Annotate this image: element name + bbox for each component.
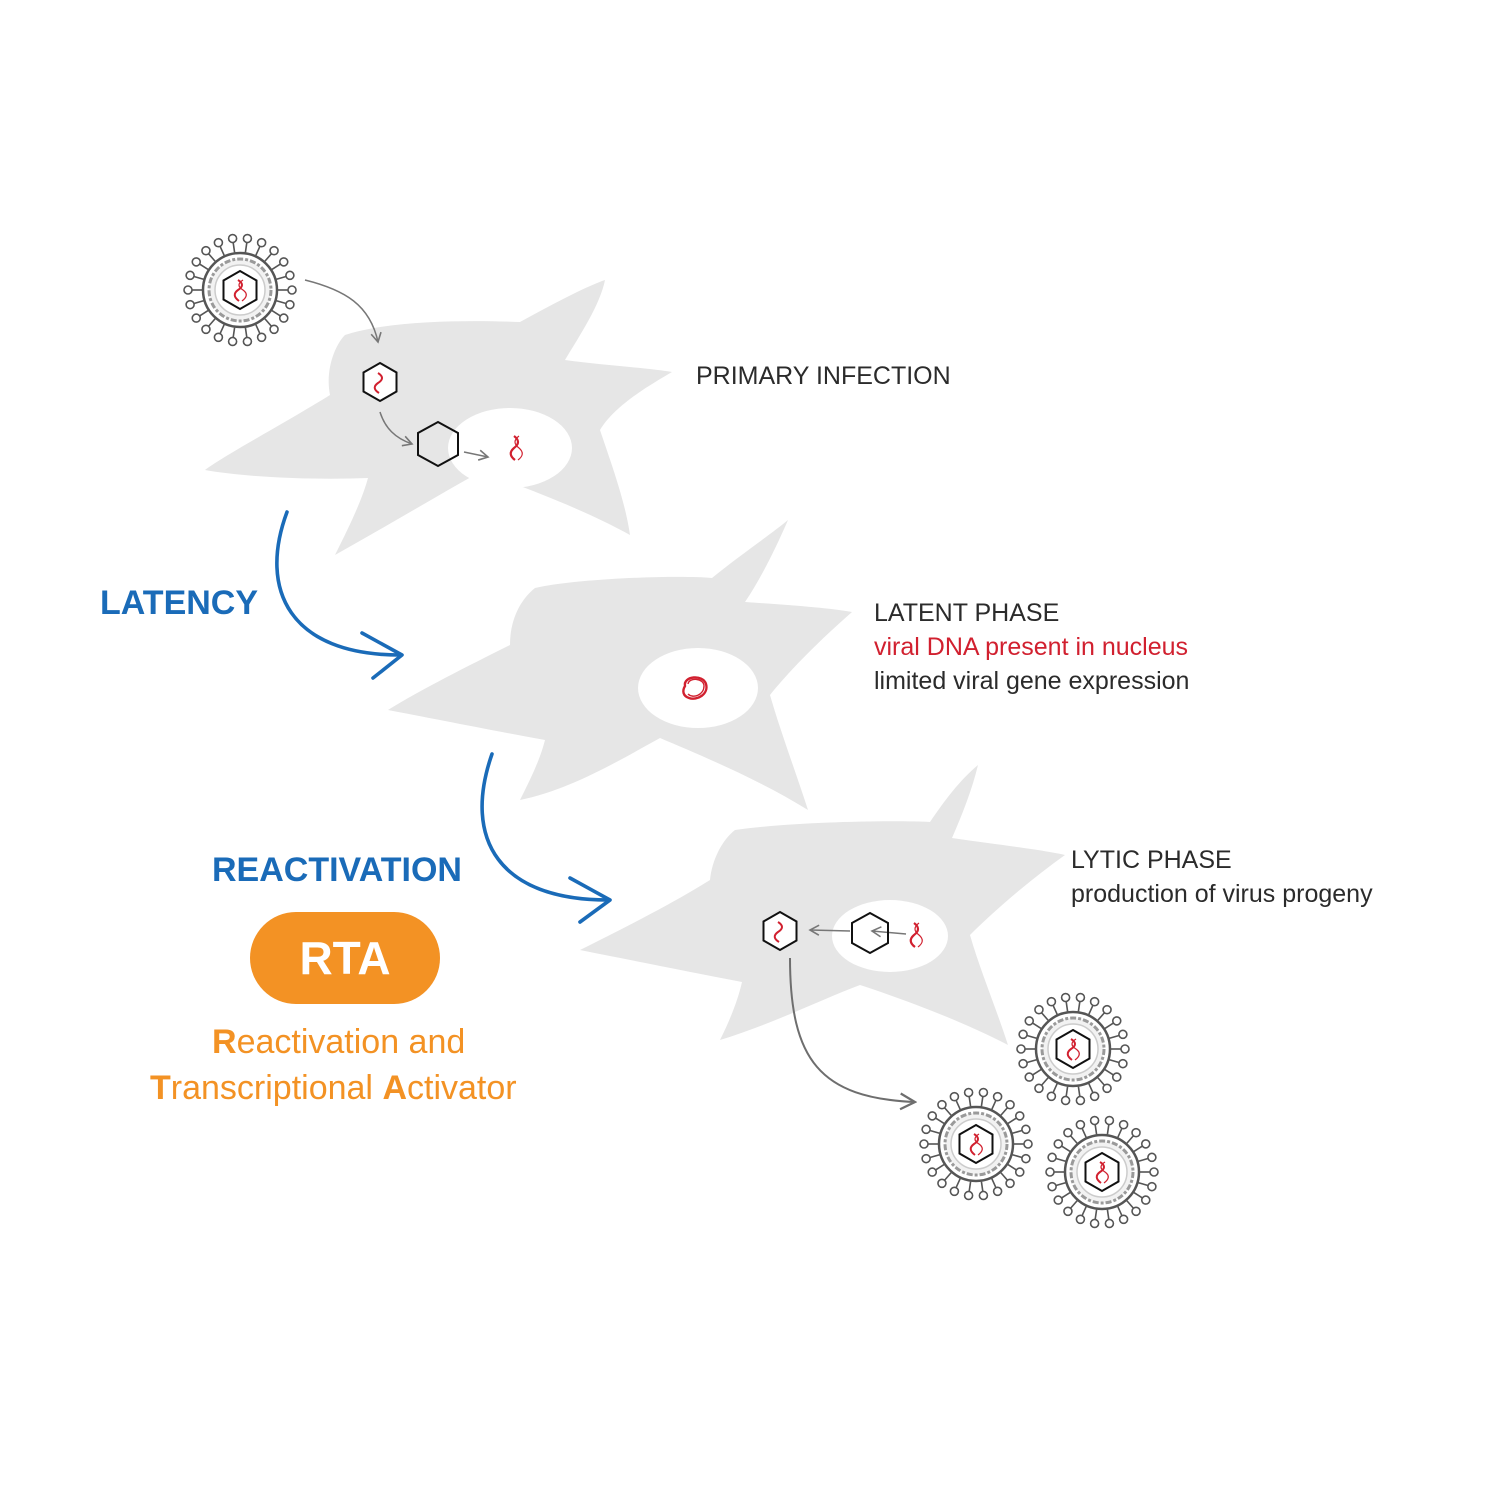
latency-arrowhead-icon bbox=[360, 631, 404, 680]
nucleus-primary bbox=[448, 408, 572, 488]
viral-dna-icon bbox=[909, 922, 923, 948]
entry-arrow-icon bbox=[304, 279, 382, 344]
latent-phase-label: LATENT PHASE bbox=[874, 599, 1060, 627]
empty-capsid-icon bbox=[417, 420, 459, 468]
lytic-phase-label: LYTIC PHASE bbox=[1071, 846, 1232, 874]
primary-infection-label: PRIMARY INFECTION bbox=[696, 362, 951, 390]
nucleus-latent bbox=[638, 648, 758, 728]
rta-initial-a: A bbox=[382, 1069, 407, 1107]
rta-initial-t: T bbox=[150, 1069, 171, 1107]
rta-line1-rest: eactivation and bbox=[236, 1023, 466, 1061]
episome-icon bbox=[682, 676, 708, 700]
reactivation-label: REACTIVATION bbox=[212, 851, 462, 889]
rta-line2-rest-1: ranscriptional bbox=[170, 1069, 383, 1107]
progeny-virion-icon bbox=[918, 1087, 1034, 1201]
injection-arrow-icon bbox=[463, 449, 490, 461]
rta-fullname-line-2: Transcriptional Activator bbox=[150, 1066, 517, 1110]
latent-detail-expression: limited viral gene expression bbox=[874, 667, 1190, 695]
progeny-virion-icon bbox=[1015, 992, 1131, 1106]
lytic-detail-progeny: production of virus progeny bbox=[1071, 880, 1373, 908]
cell-latent-phase bbox=[388, 520, 852, 810]
capsid-icon bbox=[762, 910, 798, 952]
latent-detail-dna: viral DNA present in nucleus bbox=[874, 633, 1189, 661]
nucleus-lytic bbox=[832, 900, 948, 972]
rta-badge: RTA bbox=[250, 912, 440, 1004]
rta-fullname-line-1: Reactivation and bbox=[212, 1020, 465, 1064]
cell-lytic-phase bbox=[580, 765, 1065, 1045]
reactivation-arrowhead-icon bbox=[568, 876, 612, 924]
cell-primary-infection bbox=[205, 280, 672, 555]
progeny-virion-icon bbox=[1044, 1115, 1160, 1229]
latency-label: LATENCY bbox=[100, 584, 259, 622]
assembling-capsid-icon bbox=[851, 911, 889, 955]
latency-arrow-icon bbox=[275, 510, 402, 657]
rta-line2-rest-2: ctivator bbox=[407, 1069, 517, 1107]
transport-arrow-icon bbox=[379, 411, 414, 447]
egress-arrow-icon bbox=[808, 924, 851, 936]
reactivation-arrow-icon bbox=[480, 752, 610, 902]
viral-dna-icon bbox=[509, 435, 523, 461]
release-arrow-icon bbox=[789, 957, 915, 1102]
virion-icon bbox=[182, 233, 298, 347]
rta-initial-r: R bbox=[212, 1023, 237, 1061]
capsid-icon bbox=[362, 361, 398, 403]
